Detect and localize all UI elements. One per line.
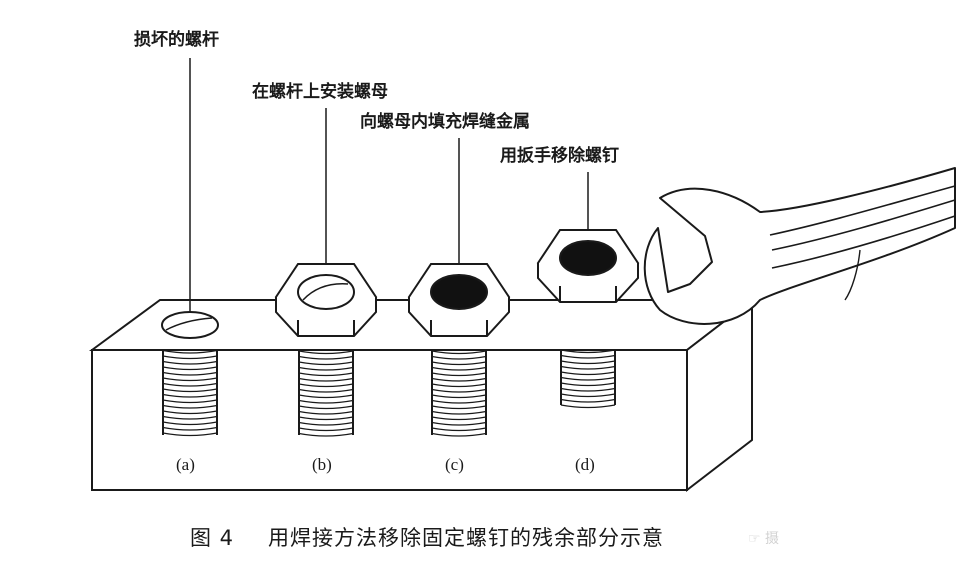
figure-title: 用焊接方法移除固定螺钉的残余部分示意 bbox=[268, 526, 665, 550]
sublabel-b: (b) bbox=[312, 455, 332, 474]
block-front-face bbox=[91, 349, 688, 491]
figure-caption: 图 4 用焊接方法移除固定螺钉的残余部分示意 bbox=[190, 522, 664, 552]
broken-bolt-a bbox=[161, 311, 219, 339]
base-block bbox=[88, 297, 755, 493]
wrench bbox=[643, 167, 956, 325]
sublabel-d: (d) bbox=[575, 455, 595, 474]
callout-a: 损坏的螺杆 bbox=[134, 30, 219, 50]
sublabel-a: (a) bbox=[176, 455, 195, 474]
threaded-shanks bbox=[162, 350, 616, 437]
nut-c bbox=[407, 263, 511, 337]
figure-number: 图 4 bbox=[190, 526, 235, 550]
thread-shank bbox=[162, 350, 218, 437]
leader-lines bbox=[189, 58, 589, 312]
thread-shank bbox=[298, 350, 354, 437]
sublabel-c: (c) bbox=[445, 455, 464, 474]
callout-b: 在螺杆上安装螺母 bbox=[252, 82, 388, 102]
callout-d: 用扳手移除螺钉 bbox=[500, 146, 619, 166]
callout-c: 向螺母内填充焊缝金属 bbox=[360, 112, 530, 132]
nut-b bbox=[274, 263, 378, 337]
weld-fill-d bbox=[559, 240, 617, 276]
thread-shank bbox=[431, 350, 487, 437]
weld-fill-c bbox=[430, 274, 488, 310]
nut-d bbox=[536, 229, 640, 303]
thread-shank bbox=[560, 350, 616, 409]
watermark: ☞ 摄 bbox=[748, 531, 780, 547]
